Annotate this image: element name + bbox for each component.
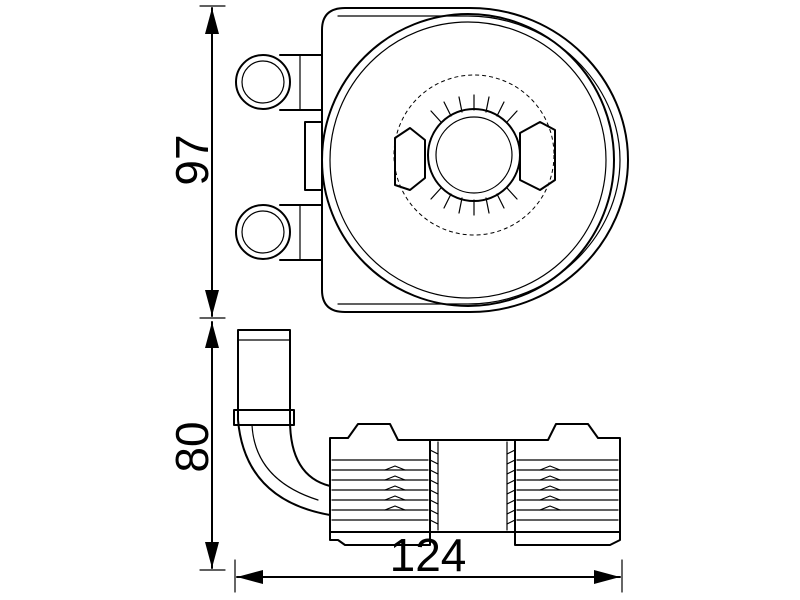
pipe-connection-top — [235, 54, 323, 111]
arrowhead-down — [205, 542, 219, 568]
side-view — [233, 329, 621, 546]
pipe-inner-line — [251, 424, 319, 501]
arrowhead-down — [205, 290, 219, 316]
right-base — [514, 531, 621, 546]
cooler-body-outer — [321, 13, 615, 307]
left-stack-outline — [329, 423, 431, 533]
pipe-collar — [233, 409, 295, 426]
top-view — [235, 7, 629, 313]
elbow-pipe — [237, 329, 331, 516]
center-bore-inner — [435, 116, 513, 194]
dimension-height-top: 97 — [166, 5, 226, 319]
cooler-body-ring — [329, 21, 607, 299]
dimension-width: 124 — [234, 529, 623, 593]
dimension-label-97: 97 — [166, 134, 218, 185]
arrowhead-up — [205, 322, 219, 348]
lug-left — [394, 127, 426, 191]
pipe-connection-bottom — [235, 204, 323, 261]
center-bore-outer — [427, 108, 521, 202]
center-core — [429, 439, 516, 533]
right-stack-outline — [514, 423, 621, 533]
arrowhead-up — [205, 8, 219, 34]
dimension-label-80: 80 — [166, 421, 218, 472]
right-clip-marks — [539, 465, 561, 511]
core-thread-marks — [429, 449, 516, 525]
dimension-height-bottom: 80 — [166, 321, 226, 571]
left-clip-marks — [384, 465, 406, 511]
mount-block — [304, 121, 323, 191]
arrowhead-right — [594, 570, 620, 584]
right-stack-fins — [516, 459, 619, 521]
lug-right — [519, 121, 556, 191]
arrowhead-left — [237, 570, 263, 584]
housing-plate-inner-edge — [337, 15, 621, 305]
dimension-label-124: 124 — [390, 529, 467, 581]
left-stack-fins — [331, 459, 429, 521]
radial-teeth — [430, 94, 518, 216]
